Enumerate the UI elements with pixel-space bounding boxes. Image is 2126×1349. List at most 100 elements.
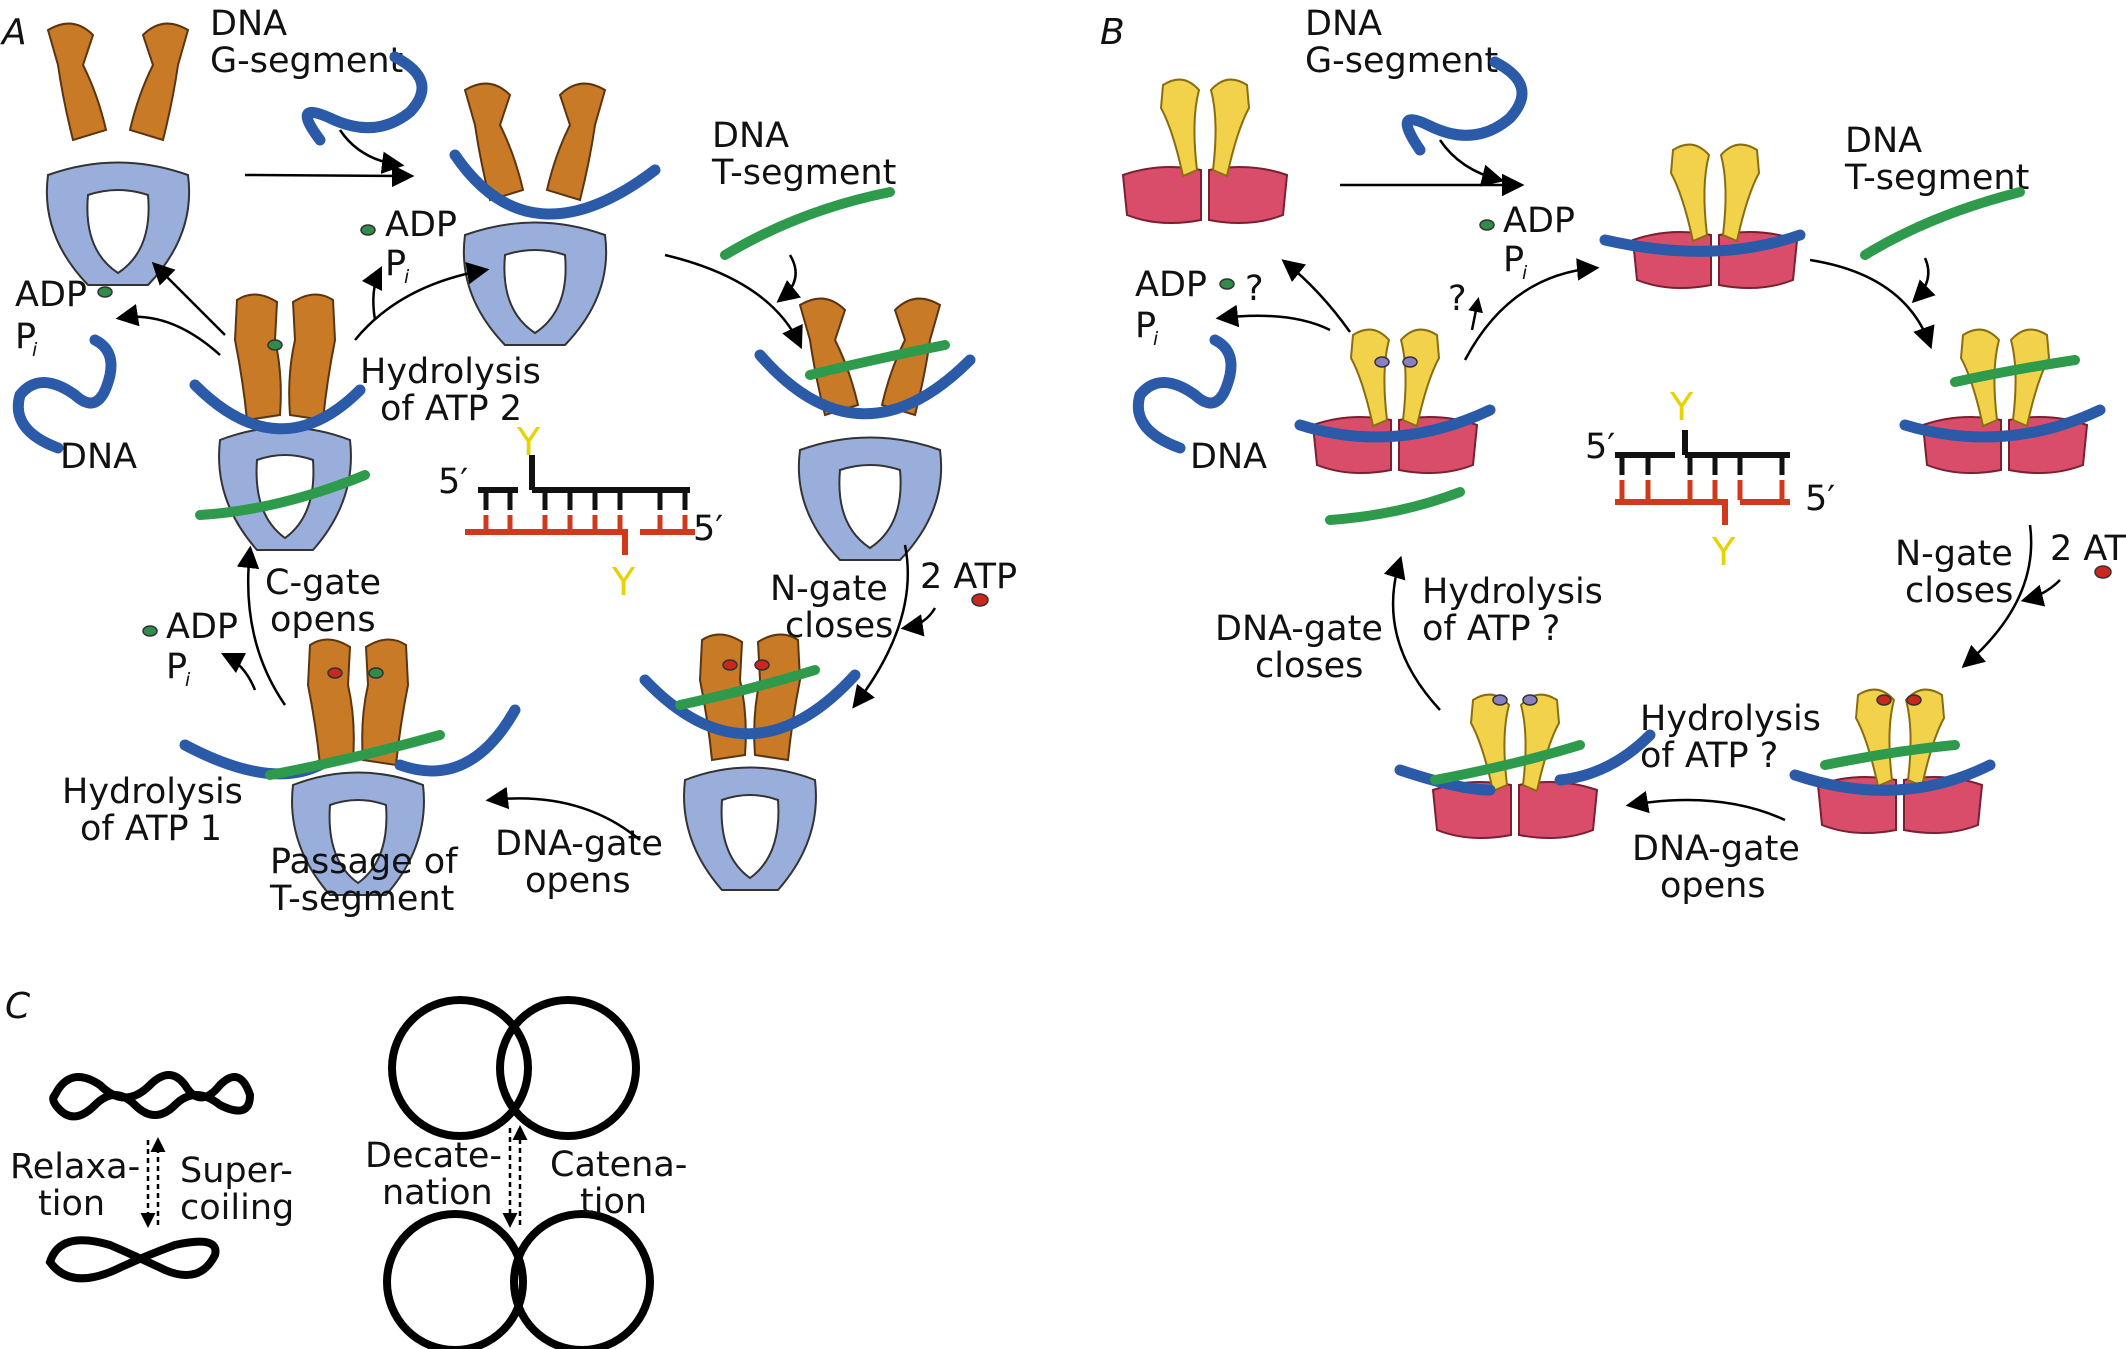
b-arrow-adp-release (1215, 304, 1331, 332)
arrow-step3-to-4 (852, 544, 910, 709)
n-gate-label-line2: closes (785, 606, 893, 646)
b-t-segment-line2: T-segment (1844, 158, 2029, 198)
decatenation-line1: Decate- (365, 1136, 502, 1176)
adp-dot-step6 (267, 339, 283, 351)
n-gate-label-line1: N-gate (770, 569, 888, 609)
t-segment-step5 (265, 730, 445, 780)
b-n-gate-line2: closes (1905, 571, 2013, 611)
b-adp-left: ADP (1135, 265, 1207, 305)
b-t-segment-step5 (1430, 740, 1585, 785)
t-segment-dna (720, 187, 895, 260)
b-dna-gate-closes-line2: closes (1255, 646, 1363, 686)
b-question-left: ? (1245, 269, 1264, 309)
hydrolysis-atp2-line2: of ATP 2 (380, 389, 522, 429)
b-dot-step6-left (1374, 356, 1390, 368)
topo-t-captured (1922, 328, 2088, 475)
b-pi-left-sub: i (1153, 328, 1159, 350)
g-segment-step3 (754, 349, 976, 420)
b-tyrosine-bottom: Y (1711, 530, 1736, 574)
dna-gate-opens-line2: opens (525, 861, 631, 901)
relaxed-dna (45, 1236, 220, 1283)
strand-5prime-top: 5′ (438, 462, 468, 502)
b-tyrosine-top: Y (1669, 385, 1694, 429)
arrow-adp-release-2 (361, 265, 383, 321)
supercoiled-dna (49, 1071, 255, 1121)
b-dna-gate-opens-line2: opens (1660, 866, 1766, 906)
b-dna-gate-opens-line1: DNA-gate (1632, 829, 1800, 869)
arrow-g-binding (338, 129, 405, 174)
b-g-segment-step4 (1789, 759, 1996, 796)
hydrolysis-atp1-line2: of ATP 1 (80, 809, 222, 849)
b-adp-top: ADP (1503, 201, 1575, 241)
two-atp-label: 2 ATP (920, 557, 1017, 597)
panel-a: A DNA G-segment DNA T-segment N-gate clo… (0, 4, 1017, 919)
b-atp-dot-left (1876, 694, 1892, 706)
b-dot-passage-left (1492, 694, 1508, 706)
b-two-atp: 2 ATP (2050, 529, 2126, 569)
panel-b-label: B (1100, 12, 1125, 53)
g-segment-label-line2: G-segment (210, 41, 403, 81)
catenation-line1: Catena- (550, 1145, 687, 1185)
atp-dot-passage (327, 667, 343, 679)
tyrosine-bottom: Y (611, 560, 636, 604)
cleaved-strand-b: 5′ 5′ Y Y (1585, 385, 1835, 574)
g-segment-bound (449, 149, 661, 220)
b-hydrolysis-left-line1: Hydrolysis (1422, 572, 1603, 612)
b-arrow-g-binding (1438, 139, 1505, 187)
arrow-step4-to-5 (485, 786, 641, 841)
b-t-segment-released (1325, 487, 1465, 525)
b-strand-5prime-left: 5′ (1585, 427, 1615, 467)
b-pi-top-sub: i (1522, 262, 1528, 284)
b-adp-dot-top (1479, 219, 1495, 231)
atp-dot-right (754, 659, 770, 671)
b-dna-gate-closes-line1: DNA-gate (1215, 609, 1383, 649)
adp-dot-left (97, 286, 113, 298)
b-pi-top: P (1503, 240, 1524, 280)
b-arrow-step6-to-2 (1463, 258, 1600, 361)
panel-c: C Relaxa- tion Super- coiling Decate- na… (5, 986, 687, 1349)
pi-top-label: P (385, 244, 406, 284)
b-hydrolysis-right-line2: of ATP ? (1640, 736, 1778, 776)
adp-dot-top (360, 224, 376, 236)
b-arrow-step2-to-3 (1809, 258, 1935, 350)
panel-b: B DNA G-segment DNA T-segment N-gate clo… (1100, 4, 2126, 906)
pi-top-sub: i (404, 266, 410, 288)
pi-bottom-sub: i (185, 669, 191, 691)
arrow-step6-to-2 (354, 262, 490, 341)
b-dna-label: DNA (1190, 437, 1267, 477)
decatenation-line2: nation (382, 1173, 493, 1213)
gyrase-free (45, 22, 191, 287)
released-dna (12, 334, 117, 454)
dna-gate-opens-line1: DNA-gate (495, 824, 663, 864)
pi-left-label: P (15, 317, 36, 357)
atp-dot-left (722, 659, 738, 671)
b-arrow-step5-to-6 (1383, 555, 1441, 711)
b-g-segment-step3 (1899, 404, 2106, 443)
topo-post-passage (1312, 328, 1478, 475)
b-t-segment-line1: DNA (1845, 121, 1922, 161)
adp-dot-bottom (142, 625, 158, 637)
supercoiling-line2: coiling (180, 1188, 294, 1228)
catenated-ring-right (496, 996, 640, 1140)
t-segment-label-line1: DNA (712, 116, 789, 156)
b-t-segment-step4 (1820, 740, 1960, 770)
g-segment-step6 (189, 379, 366, 435)
t-segment-step4 (675, 665, 820, 710)
gyrase-t-captured (797, 297, 943, 561)
b-g-segment-line2: G-segment (1305, 41, 1498, 81)
arrow-t-binding (776, 254, 802, 303)
b-arrow-step3-to-4 (1961, 524, 2033, 668)
b-atp-dot-right (1906, 694, 1922, 706)
b-hydrolysis-right-line1: Hydrolysis (1640, 699, 1821, 739)
g-segment-label-line1: DNA (210, 4, 287, 44)
b-pi-left: P (1135, 306, 1156, 346)
hydrolysis-atp1-line1: Hydrolysis (62, 772, 243, 812)
pi-left-sub: i (32, 339, 38, 361)
g-segment-step4 (639, 669, 861, 740)
b-arrow-step6-to-1 (1281, 259, 1352, 333)
panel-c-label: C (5, 986, 31, 1027)
free-ring-left (383, 1210, 527, 1349)
t-segment-step3 (805, 340, 950, 380)
strand-5prime-bottom: 5′ (693, 509, 723, 549)
